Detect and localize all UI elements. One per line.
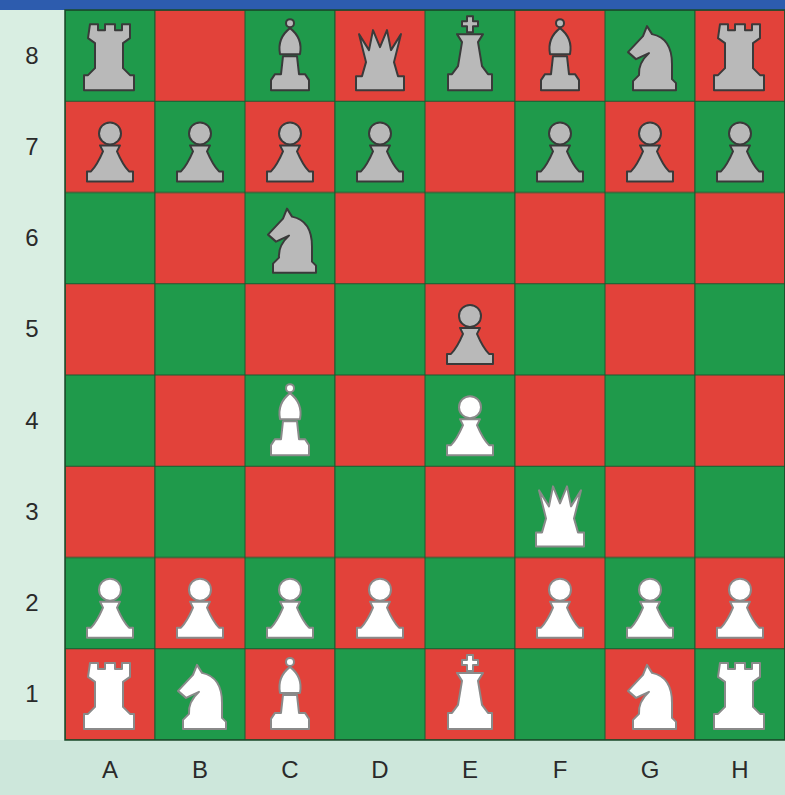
white-rook: [84, 663, 134, 729]
black-bishop: [271, 19, 309, 90]
rank-number: 1: [25, 682, 38, 706]
rank-number: 5: [25, 317, 38, 341]
white-pawn: [177, 579, 223, 638]
file-letter: E: [462, 758, 478, 782]
white-pawn: [717, 579, 763, 638]
rank-number: 7: [25, 135, 38, 159]
white-pawn: [357, 579, 403, 638]
file-letter: D: [371, 758, 388, 782]
rank-number: 8: [25, 44, 38, 68]
rank-number: 2: [25, 591, 38, 615]
white-bishop: [271, 658, 309, 729]
white-bishop: [271, 384, 309, 455]
board-squares: [65, 10, 785, 740]
black-pawn: [267, 122, 313, 181]
file-letter: C: [281, 758, 298, 782]
white-knight: [178, 665, 226, 729]
white-pawn: [267, 579, 313, 638]
file-letter: F: [553, 758, 568, 782]
top-band: [0, 0, 785, 10]
white-queen: [536, 486, 584, 546]
black-bishop: [541, 19, 579, 90]
black-pawn: [627, 122, 673, 181]
white-pieces: [84, 384, 764, 729]
black-knight: [628, 26, 676, 90]
black-pawn: [717, 122, 763, 181]
white-pawn: [627, 579, 673, 638]
file-letter: H: [731, 758, 748, 782]
black-queen: [356, 30, 404, 90]
white-pawn: [447, 396, 493, 455]
black-pawn: [357, 122, 403, 181]
black-pawn: [177, 122, 223, 181]
white-rook: [714, 663, 764, 729]
white-pawn: [537, 579, 583, 638]
black-rook: [84, 24, 134, 90]
file-letter: B: [192, 758, 208, 782]
black-pawn: [447, 305, 493, 364]
black-pieces: [84, 16, 764, 364]
rank-number: 6: [25, 226, 38, 250]
black-king: [448, 16, 492, 90]
white-pawn: [87, 579, 133, 638]
file-letter: G: [641, 758, 660, 782]
file-letter: A: [102, 758, 118, 782]
black-pawn: [537, 122, 583, 181]
rank-number: 4: [25, 409, 38, 433]
black-knight: [268, 209, 316, 273]
white-knight: [628, 665, 676, 729]
rank-strip: [0, 10, 65, 740]
file-strip: [0, 740, 785, 795]
black-rook: [714, 24, 764, 90]
black-pawn: [87, 122, 133, 181]
board-border: [65, 10, 785, 740]
rank-number: 3: [25, 500, 38, 524]
white-king: [448, 655, 492, 729]
